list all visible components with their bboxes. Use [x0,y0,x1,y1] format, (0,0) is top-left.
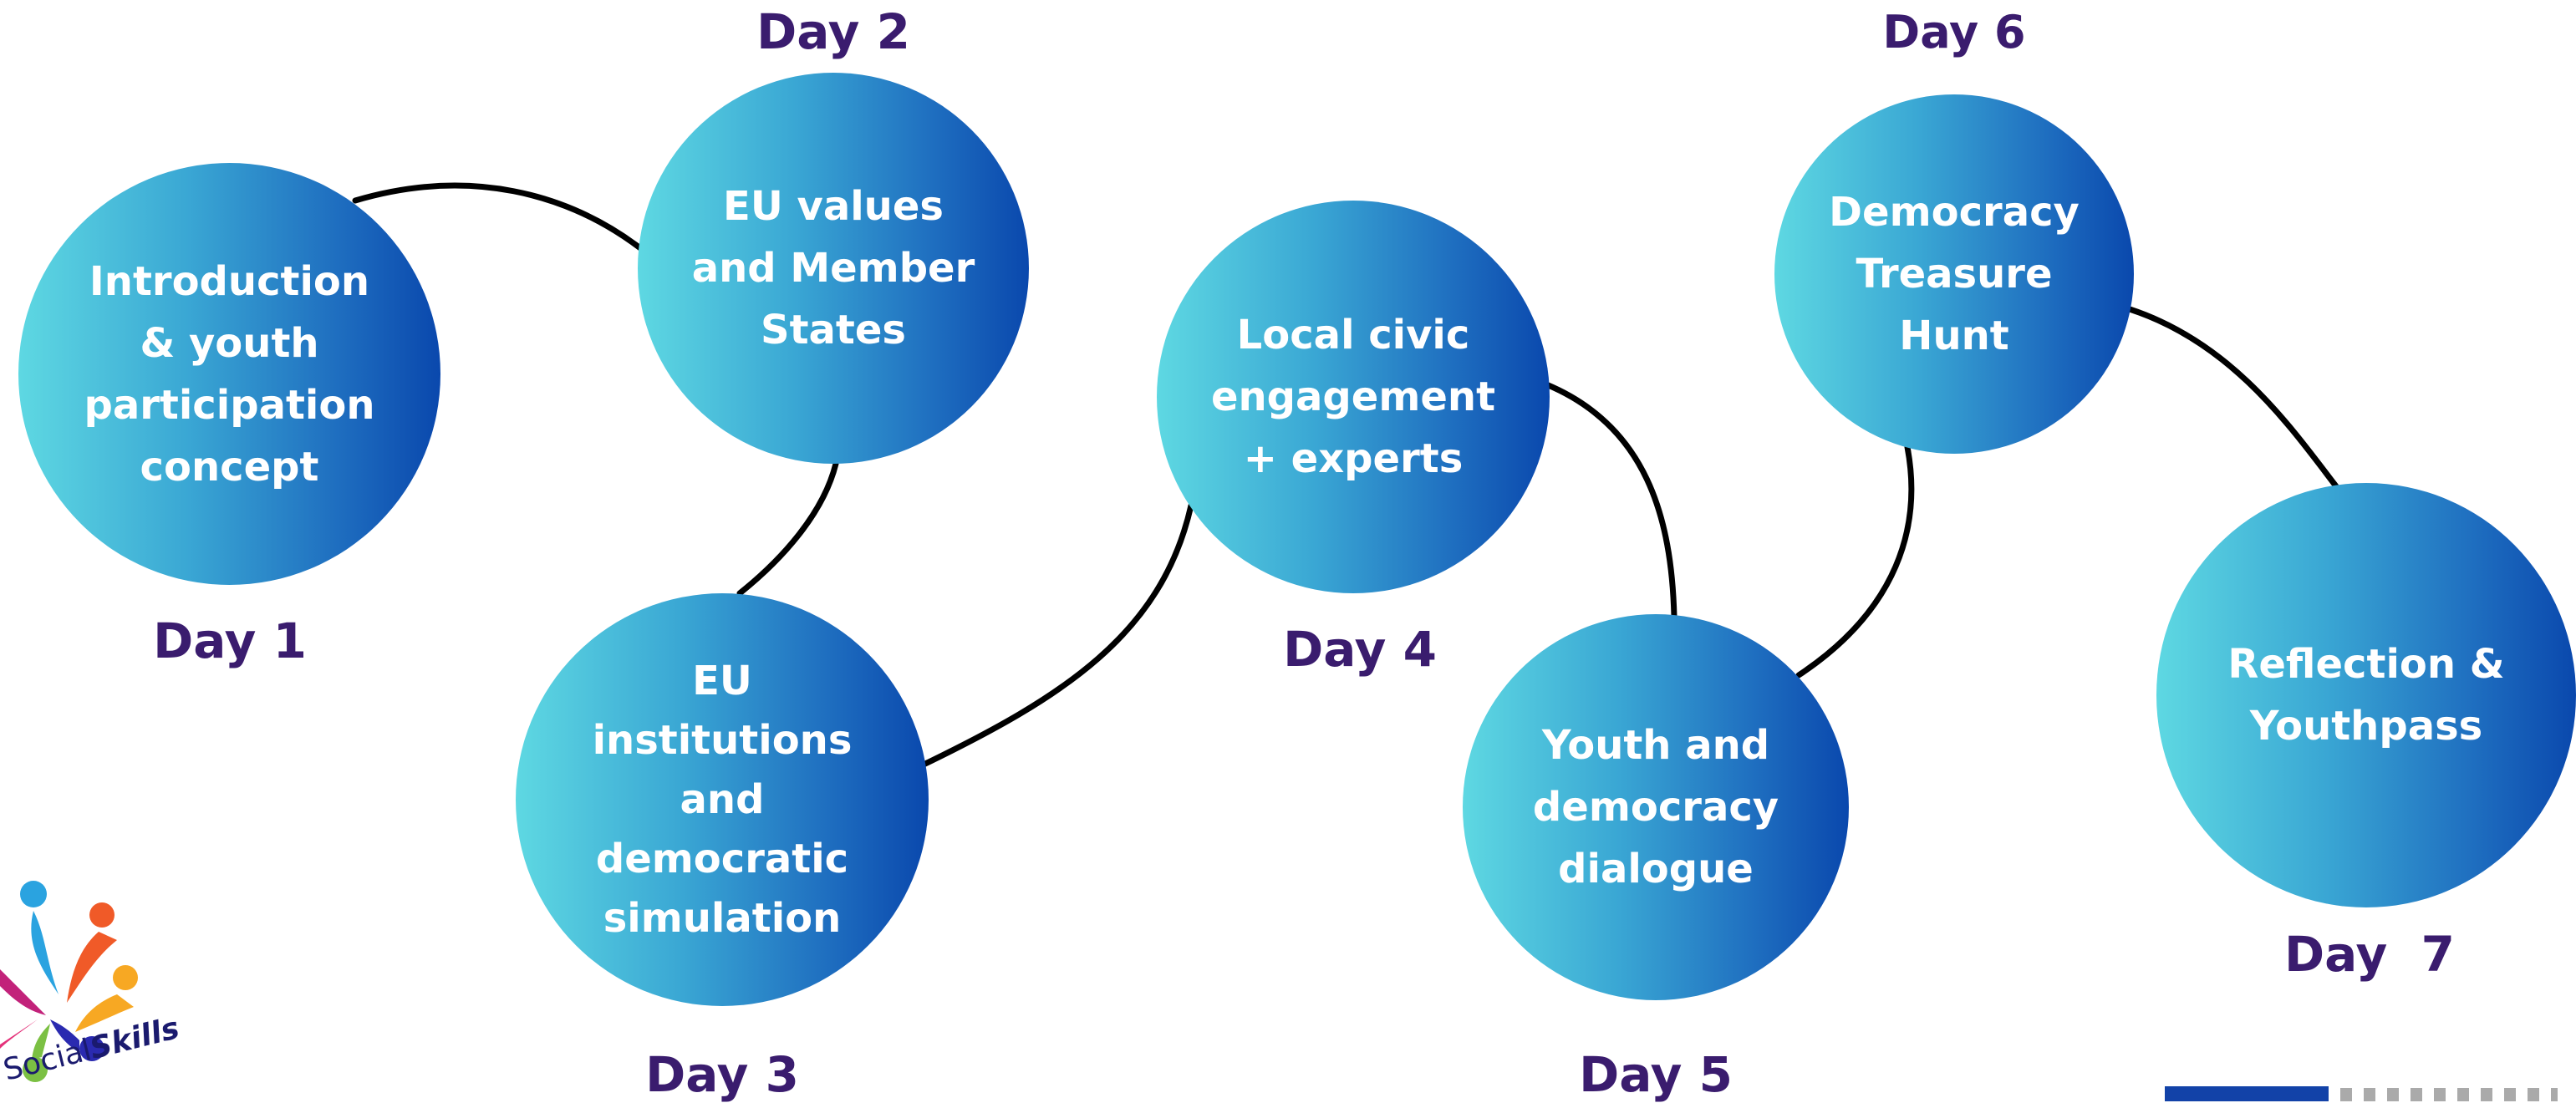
people-circle-logo-icon [0,881,138,1082]
topic-circle-day3: EU institutions and democratic simulatio… [516,593,929,1006]
day-label-2: Day 2 [756,3,910,60]
topic-circle-day4: Local civic engagement + experts [1157,201,1550,593]
connector-day3-day4 [920,502,1194,768]
topic-circle-day5: Youth and democracy dialogue [1463,614,1849,1000]
day-label-7: Day 7 [2283,926,2456,983]
topic-circle-day1: Introduction & youth participation conce… [18,163,440,585]
connector-day4-day5 [1543,381,1677,620]
topic-circle-day7: Reflection & Youthpass [2156,483,2576,907]
day-label-6: Day 6 [1882,6,2026,58]
connector-day2-day3 [736,460,839,597]
connector-day1-day2 [352,182,647,254]
eu-flag-icon [2165,1086,2329,1101]
topic-text-day4: Local civic engagement + experts [1210,312,1496,482]
topic-circle-day6: Democracy Treasure Hunt [1774,94,2134,454]
connector-day6-day7 [2126,306,2339,490]
day-label-4: Day 4 [1283,621,1437,678]
day-label-5: Day 5 [1579,1046,1733,1103]
topic-text-day6: Democracy Treasure Hunt [1829,189,2080,359]
funding-caption-partial [2340,1088,2558,1101]
topic-circle-day2: EU values and Member States [638,73,1029,464]
topic-text-day1: Introduction & youth participation conce… [84,257,375,491]
topic-text-day5: Youth and democracy dialogue [1532,722,1779,892]
topic-text-day3: EU institutions and democratic simulatio… [592,657,853,942]
topic-text-day7: Reflection & Youthpass [2227,641,2505,750]
connector-day5-day6 [1795,444,1915,679]
day-label-1: Day 1 [153,612,307,669]
topic-text-day2: EU values and Member States [691,183,975,353]
day-label-3: Day 3 [645,1046,799,1103]
